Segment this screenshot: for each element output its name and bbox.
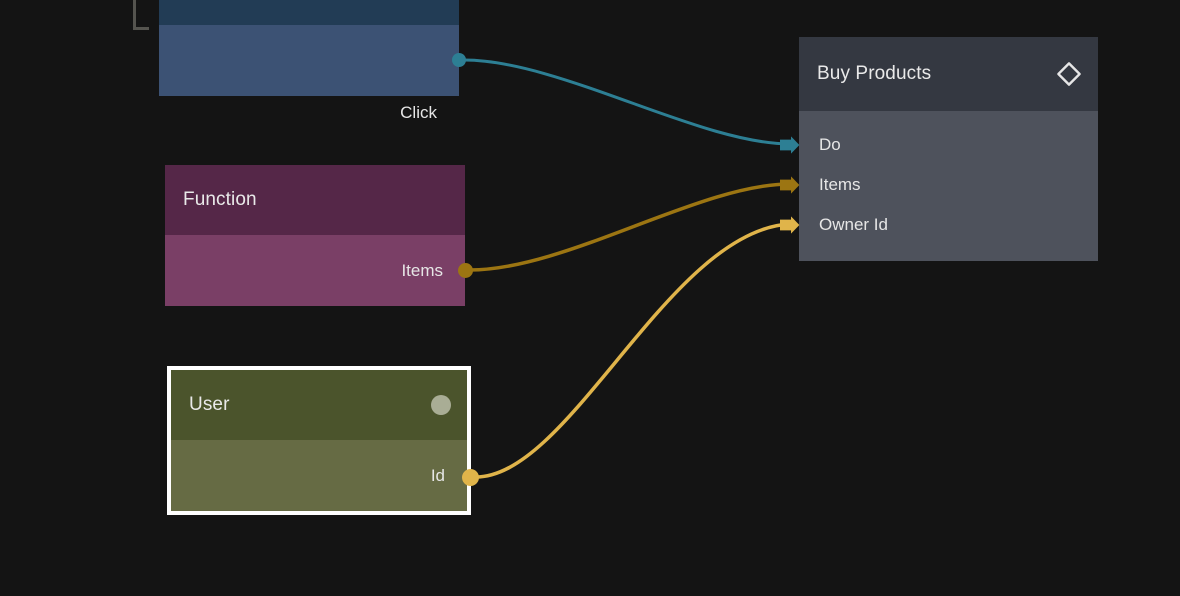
node-function-header[interactable]: Function xyxy=(165,165,465,235)
node-buy-products-body: Do Items Owner Id xyxy=(780,111,1098,261)
output-label-click: Click xyxy=(400,103,437,122)
input-label-do: Do xyxy=(819,135,841,154)
node-buy-products[interactable]: Buy Products Do xyxy=(780,37,1098,261)
node-event-header[interactable] xyxy=(159,0,459,25)
node-user-header[interactable]: User xyxy=(171,370,467,440)
wire-click-to-do xyxy=(462,58,792,146)
input-row-items[interactable]: Items xyxy=(780,173,861,197)
output-row-items[interactable]: Items xyxy=(401,259,465,283)
circle-icon xyxy=(431,395,451,415)
node-event-body: Click xyxy=(159,25,459,122)
output-port-id[interactable] xyxy=(462,469,479,486)
node-event[interactable]: Click xyxy=(159,0,466,122)
input-label-items: Items xyxy=(819,175,861,194)
input-row-owner-id[interactable]: Owner Id xyxy=(780,213,888,237)
node-user[interactable]: User Id xyxy=(171,370,467,511)
input-port-items-arrow[interactable] xyxy=(780,176,800,194)
node-user-body: Id xyxy=(171,440,467,511)
input-label-owner-id: Owner Id xyxy=(819,215,888,234)
selection-corner-bracket xyxy=(133,0,149,30)
output-port-click[interactable] xyxy=(452,53,466,67)
node-function-body: Items xyxy=(165,235,465,306)
diamond-icon xyxy=(1056,61,1082,87)
node-function[interactable]: Function Items xyxy=(165,165,473,306)
input-port-owner-id-arrow[interactable] xyxy=(780,216,800,234)
output-row-id[interactable]: Id xyxy=(431,464,467,488)
node-buy-products-header[interactable]: Buy Products xyxy=(799,37,1098,111)
output-row-click[interactable]: Click xyxy=(400,101,459,125)
wire-items-to-items xyxy=(468,182,792,272)
output-label-id: Id xyxy=(430,466,445,485)
node-buy-products-title: Buy Products xyxy=(817,63,932,84)
output-port-items[interactable] xyxy=(458,263,473,278)
node-function-title: Function xyxy=(183,189,257,210)
input-port-do-arrow[interactable] xyxy=(780,136,800,154)
input-row-do[interactable]: Do xyxy=(780,133,841,157)
output-label-items: Items xyxy=(401,261,443,280)
wire-id-to-owner-id xyxy=(474,222,792,479)
node-user-title: User xyxy=(189,394,230,415)
